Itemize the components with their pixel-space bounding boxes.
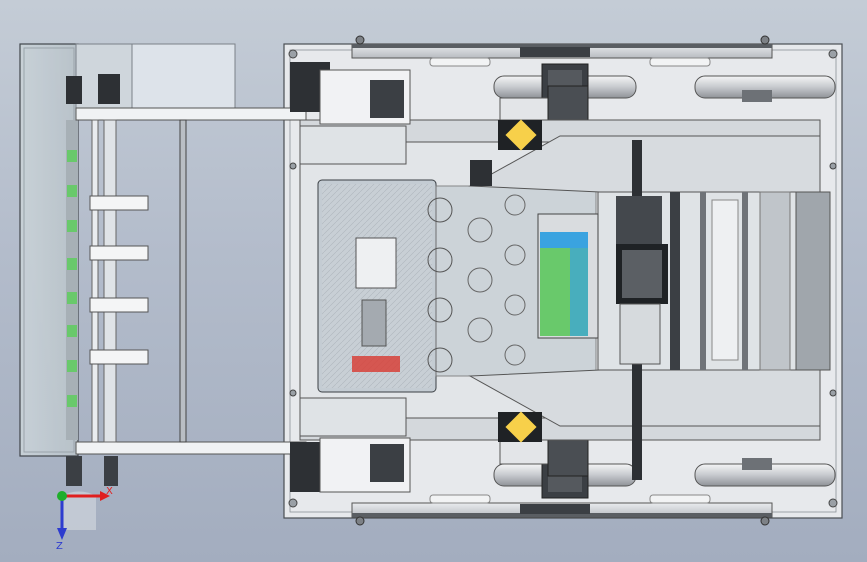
left-top-housing bbox=[66, 43, 236, 109]
green-indicators bbox=[67, 150, 77, 407]
coordinate-triad: X Z bbox=[56, 486, 113, 552]
bottom-belt-rail bbox=[351, 494, 773, 526]
axis-x-label: X bbox=[106, 486, 113, 497]
wheel-top-right bbox=[694, 75, 836, 102]
gear-shaft bbox=[616, 140, 668, 480]
diagonal-guide bbox=[468, 135, 821, 427]
top-belt-rail bbox=[351, 35, 773, 67]
bottom-feet bbox=[66, 456, 118, 486]
battery-stack bbox=[537, 213, 599, 339]
vertical-rods bbox=[91, 119, 187, 443]
pusher-fingers bbox=[89, 195, 149, 365]
wheel-bottom-right bbox=[694, 458, 836, 487]
axis-z-label: Z bbox=[56, 541, 63, 552]
crossbars bbox=[75, 107, 307, 455]
clamp-blocks bbox=[290, 62, 411, 493]
left-magazine bbox=[19, 43, 79, 457]
inner-components bbox=[352, 160, 526, 373]
corner-guides bbox=[498, 119, 542, 443]
